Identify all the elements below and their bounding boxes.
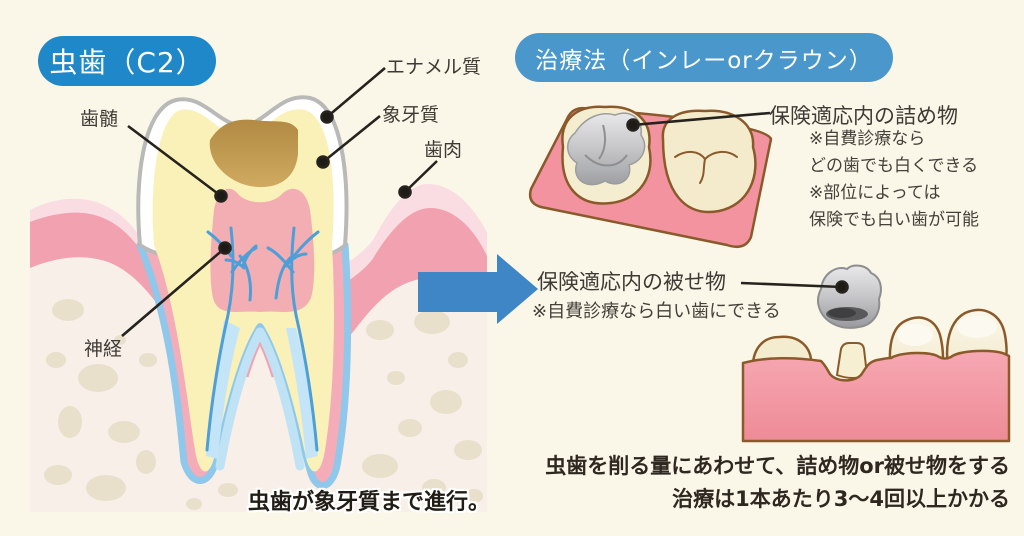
summary-line-2: 治療は1本あたり3〜4回以上かかる [672, 487, 1010, 511]
silver-inlay [567, 112, 646, 186]
tooth-cross-section-illustration [30, 95, 487, 512]
inlay-note-line: 保険でも白い歯が可能 [809, 210, 979, 230]
inlay-note-line: ※部位によっては [809, 183, 941, 203]
inlay-note-line: どの歯でも白くできる [809, 156, 979, 176]
pulp-label: 歯髄 [80, 108, 119, 130]
pulp-leader-line [127, 124, 228, 203]
nerve-leader-line [121, 241, 232, 337]
caries-stage-badge: 虫歯（C2） [38, 36, 216, 86]
crown-leader-line [740, 280, 849, 294]
dentin-label: 象牙質 [382, 104, 440, 126]
inlay-illustration [528, 105, 773, 248]
healthy-molar [661, 109, 757, 214]
inlay-note-line: ※自費診療なら [809, 129, 926, 149]
summary-text: 虫歯を削る量にあわせて、詰め物or被せ物をする 治療は1本あたり3〜4回以上かか… [380, 450, 1010, 516]
crown-heading: 保険適応内の被せ物 [537, 270, 726, 294]
treatment-badge: 治療法（インレーorクラウン） [515, 33, 893, 82]
enamel-label: エナメル質 [386, 56, 482, 78]
gingiva-leader-line [398, 160, 438, 199]
progress-caption: 虫歯が象牙質まで進行。 [248, 490, 491, 515]
gingiva-label: 歯肉 [424, 139, 463, 161]
summary-line-1: 虫歯を削る量にあわせて、詰め物or被せ物をする [545, 454, 1010, 478]
dentin-leader-line [316, 114, 381, 169]
bone-texture [44, 299, 483, 510]
cavity-spot [209, 119, 298, 188]
inlay-heading: 保険適応内の詰め物 [769, 104, 958, 128]
crown-illustration [741, 264, 1011, 443]
inlay-leader-line [626, 111, 771, 132]
tooth-pulp [210, 188, 315, 312]
crown-note: ※自費診療なら白い歯にできる [532, 301, 781, 322]
tooth-nerves [205, 226, 320, 452]
enamel-leader-line [320, 67, 386, 124]
inlay-notes: ※自費診療なら どの歯でも白くできる ※部位によっては 保険でも白い歯が可能 [809, 126, 979, 234]
arrow-icon [418, 254, 538, 324]
nerve-label: 神経 [84, 338, 123, 360]
gum-ridge [741, 349, 1011, 443]
